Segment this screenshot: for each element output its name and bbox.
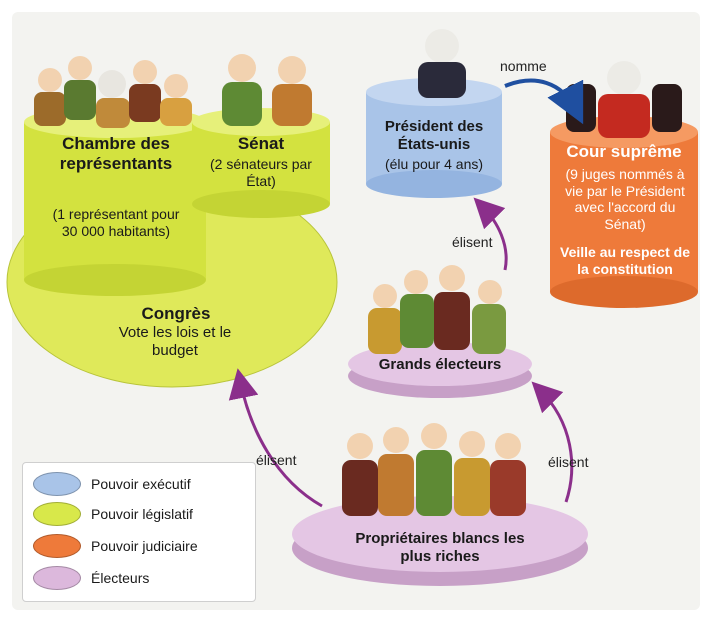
court-role: Veille au respect de la constitution xyxy=(560,244,690,277)
legend-swatch-judicial xyxy=(33,534,81,558)
legend-item-electors: Électeurs xyxy=(33,565,149,591)
arrow-elisent-grands xyxy=(531,381,574,503)
president-title: Président des États-unis xyxy=(384,118,484,153)
president-detail: (élu pour 4 ans) xyxy=(384,156,484,172)
legend: Pouvoir exécutif Pouvoir législatif Pouv… xyxy=(22,462,256,602)
senat-detail: (2 sénateurs par État) xyxy=(210,156,312,189)
chambre-title: Chambre des représentants xyxy=(59,134,173,174)
proprietaires-figures xyxy=(342,423,526,516)
senators-figures xyxy=(222,54,312,126)
legend-swatch-electors xyxy=(33,566,81,590)
legend-item-legislative: Pouvoir législatif xyxy=(33,501,193,527)
label-nomme: nomme xyxy=(500,58,547,74)
legend-swatch-executive xyxy=(33,472,81,496)
label-elisent-congres: élisent xyxy=(256,452,297,468)
grands-electeurs-figures xyxy=(368,265,506,354)
president-figure xyxy=(418,29,466,98)
court-detail: (9 juges nommés à vie par le Président a… xyxy=(565,166,685,232)
proprietaires-label: Propriétaires blancs les plus riches xyxy=(355,530,525,565)
legend-swatch-legislative xyxy=(33,502,81,526)
arrow-elisent-president xyxy=(473,197,508,271)
legend-label: Pouvoir judiciaire xyxy=(91,538,198,554)
legend-label: Électeurs xyxy=(91,570,150,586)
court-title: Cour suprême xyxy=(566,142,682,161)
legend-label: Pouvoir législatif xyxy=(91,506,193,522)
label-elisent-president: élisent xyxy=(452,234,493,250)
arrow-elisent-congres xyxy=(228,368,323,508)
arrow-nomme xyxy=(504,78,584,125)
legend-item-judicial: Pouvoir judiciaire xyxy=(33,533,198,559)
legend-item-executive: Pouvoir exécutif xyxy=(33,471,191,497)
chambre-detail: (1 représentant pour 30 000 habitants) xyxy=(52,206,180,239)
grands-electeurs-label: Grands électeurs xyxy=(378,356,502,373)
representatives-figures xyxy=(34,56,192,128)
judges-figures xyxy=(566,61,682,138)
label-elisent-grands: élisent xyxy=(548,454,589,470)
legend-label: Pouvoir exécutif xyxy=(91,476,191,492)
congres-role: Vote les lois et le budget xyxy=(118,324,232,359)
senat-title: Sénat xyxy=(237,134,285,153)
congres-title: Congrès xyxy=(141,304,211,323)
president-cylinder xyxy=(366,78,502,198)
